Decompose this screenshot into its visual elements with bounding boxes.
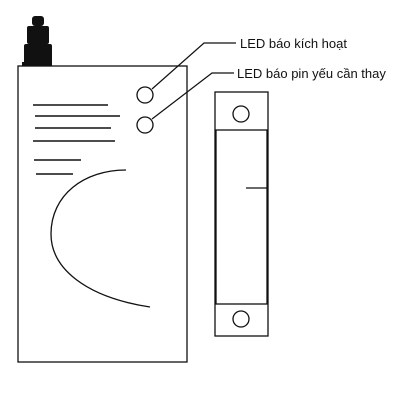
top-screw-icon — [232, 105, 250, 123]
antenna-icon — [22, 16, 52, 66]
magnet-unit — [214, 91, 269, 337]
activation-led-icon — [136, 86, 154, 104]
main-sensor-unit — [17, 16, 188, 363]
activation-led-leader — [151, 42, 236, 90]
vent-lines — [33, 104, 120, 175]
magnet-inner-body — [215, 129, 268, 305]
sensor-arc — [50, 169, 151, 308]
main-unit-body — [17, 65, 188, 363]
low-battery-led-label: LED báo pin yếu cần thay — [237, 66, 386, 81]
leader-lines — [151, 42, 236, 120]
bottom-screw-icon — [232, 310, 250, 328]
low-battery-led-leader — [151, 72, 234, 120]
activation-led-label: LED báo kích hoạt — [240, 36, 347, 51]
low-battery-led-icon — [136, 116, 154, 134]
